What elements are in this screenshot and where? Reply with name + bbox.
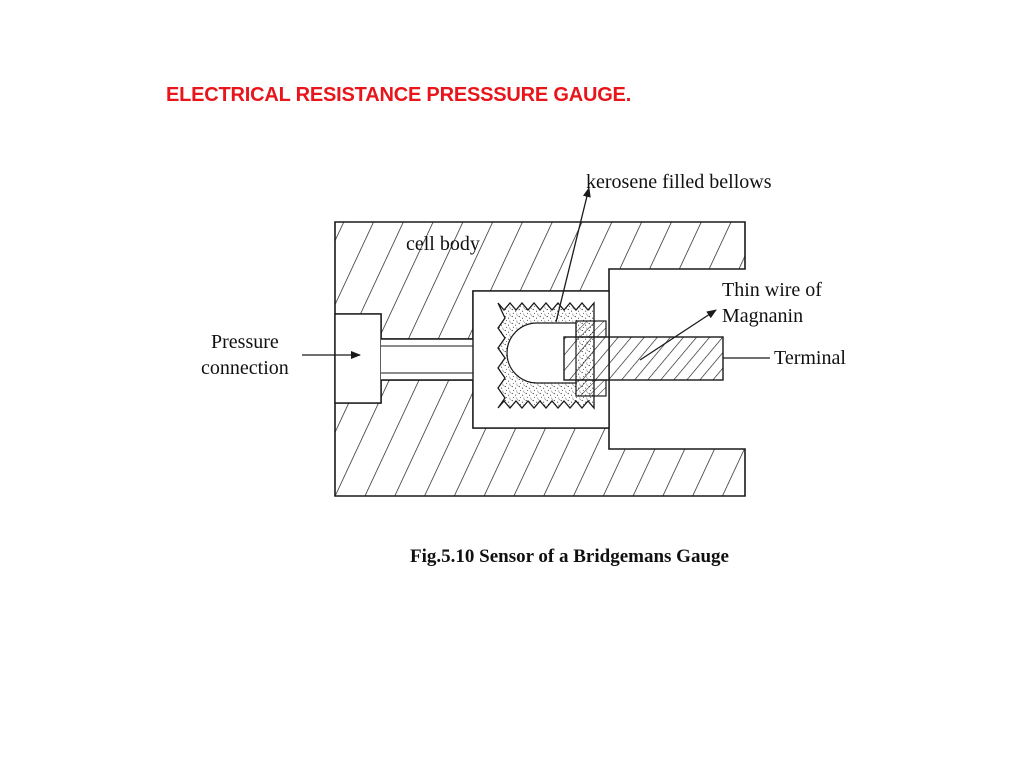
bellows-cavity <box>506 322 577 384</box>
figure-caption: Fig.5.10 Sensor of a Bridgemans Gauge <box>410 546 729 567</box>
pressure-label-line2: connection <box>201 357 289 379</box>
kerosene-leader <box>555 187 591 323</box>
terminal-rod <box>563 336 724 381</box>
thin-wire-label-line2: Magnanin <box>722 305 803 327</box>
terminal-label: Terminal <box>774 347 846 369</box>
pressure-channel <box>381 339 473 380</box>
collar-bottom <box>575 379 607 397</box>
cell-body-label: cell body <box>406 233 480 255</box>
collar-top <box>575 320 607 338</box>
slide-title: ELECTRICAL RESISTANCE PRESSSURE GAUGE. <box>166 84 632 106</box>
thin-wire-label-line1: Thin wire of <box>722 279 822 301</box>
kerosene-label: kerosene filled bellows <box>586 171 772 193</box>
magnanin-leader <box>639 309 717 361</box>
pressure-label-line1: Pressure <box>211 331 279 353</box>
pressure-port <box>334 313 382 404</box>
